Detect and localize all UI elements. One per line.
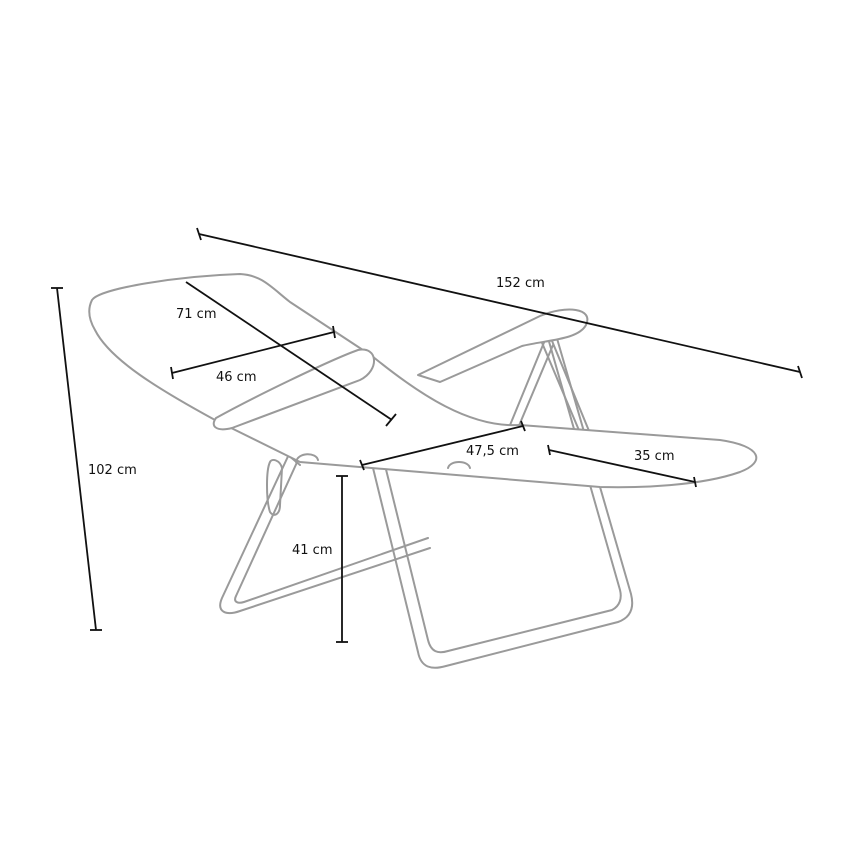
dim-line-seat-length — [361, 425, 524, 466]
dim-tick — [547, 444, 551, 456]
lounger-drawing — [88, 273, 758, 669]
hinge-knob — [295, 453, 471, 469]
dim-tick — [332, 325, 336, 339]
dim-tick — [520, 420, 526, 432]
dim-line-backrest-width — [171, 331, 335, 374]
dimension-lines — [51, 227, 803, 643]
dim-tick — [196, 227, 202, 241]
label-overall-height: 102 cm — [88, 463, 137, 478]
cross-brace — [507, 335, 611, 483]
label-footrest-length: 35 cm — [634, 449, 675, 464]
label-seat-height: 41 cm — [292, 543, 333, 558]
label-backrest-length: 71 cm — [176, 307, 217, 322]
dim-tick — [797, 365, 803, 379]
dim-tick — [385, 413, 397, 427]
front-leg-frame — [351, 334, 634, 669]
label-seat-length: 47,5 cm — [466, 444, 519, 459]
dim-line-backrest-length — [185, 281, 393, 421]
adjust-lever — [266, 459, 284, 516]
dim-line-footrest-length — [548, 449, 696, 483]
right-armrest — [417, 308, 589, 383]
left-armrest — [212, 348, 375, 431]
dimension-labels: 152 cm 102 cm 71 cm 46 cm 47,5 cm 35 cm … — [88, 276, 675, 558]
dim-line-overall-height — [56, 287, 97, 631]
label-backrest-width: 46 cm — [216, 370, 257, 385]
dim-line-overall-length — [198, 233, 801, 373]
dim-tick — [693, 476, 697, 488]
dim-tick — [170, 366, 174, 380]
rear-leg-frame — [219, 389, 431, 615]
label-overall-length: 152 cm — [496, 276, 545, 291]
dim-tick — [359, 459, 365, 471]
seat-fabric — [88, 273, 758, 489]
